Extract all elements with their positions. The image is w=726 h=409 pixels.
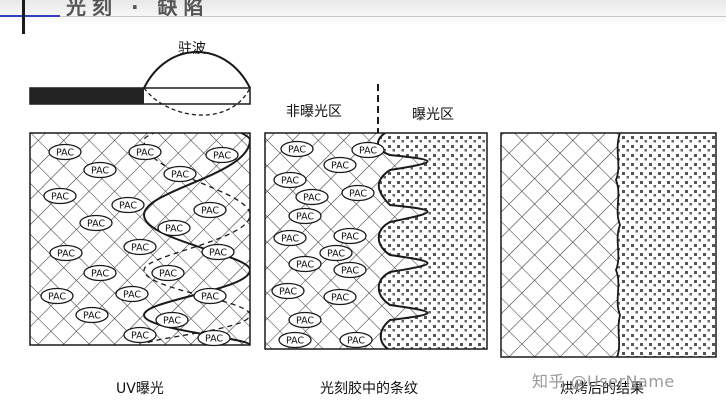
pac-label: PAC: [201, 292, 219, 303]
pac-molecule: PAC: [341, 184, 375, 202]
pac-label: PAC: [349, 189, 367, 200]
header-corner-mark: [22, 0, 25, 34]
pac-label: PAC: [119, 201, 137, 212]
pac-label: PAC: [201, 206, 219, 217]
header-band: [0, 0, 726, 26]
pac-label: PAC: [296, 316, 314, 327]
pac-molecule: PAC: [201, 243, 235, 261]
pac-molecule: PAC: [157, 219, 191, 237]
pac-label: PAC: [288, 145, 306, 156]
pac-molecule: PAC: [115, 285, 149, 303]
pac-molecule: PAC: [193, 287, 227, 305]
pac-label: PAC: [331, 293, 349, 304]
pac-label: PAC: [327, 249, 345, 260]
pac-label: PAC: [347, 336, 365, 347]
pac-label: PAC: [51, 192, 69, 203]
pac-label: PAC: [296, 260, 314, 271]
pac-label: PAC: [286, 336, 304, 347]
pac-molecule: PAC: [288, 255, 322, 273]
pac-molecule: PAC: [75, 306, 109, 324]
pac-label: PAC: [279, 287, 297, 298]
pac-label: PAC: [57, 249, 75, 260]
pac-molecule: PAC: [151, 264, 185, 282]
slide-title-fragment: 光刻 · 缺陷: [66, 0, 210, 19]
pac-molecule: PAC: [333, 227, 367, 245]
pac-molecule: PAC: [40, 287, 74, 305]
pac-molecule: PAC: [205, 146, 239, 164]
pac-label: PAC: [281, 234, 299, 245]
pac-label: PAC: [213, 151, 231, 162]
caption-resist-stripes: 光刻胶中的条纹: [320, 381, 418, 397]
pac-molecule: PAC: [351, 141, 385, 159]
pac-molecule: PAC: [319, 244, 353, 262]
pac-label: PAC: [131, 243, 149, 254]
standing-wave: [142, 51, 251, 345]
pac-molecule: PAC: [271, 282, 305, 300]
pac-label: PAC: [209, 248, 227, 259]
pac-molecule: PAC: [193, 201, 227, 219]
pac-molecule: PAC: [123, 326, 157, 344]
pac-molecule: PAC: [323, 156, 357, 174]
pac-molecule: PAC: [163, 165, 197, 183]
pac-molecule: PAC: [280, 140, 314, 158]
pac-label: PAC: [83, 311, 101, 322]
pac-molecule: PAC: [278, 331, 312, 349]
pac-label: PAC: [48, 292, 66, 303]
pac-label: PAC: [331, 161, 349, 172]
label-unexposed-region: 非曝光区: [286, 104, 342, 120]
pac-label: PAC: [165, 224, 183, 235]
photomask: [29, 87, 251, 105]
pac-label: PAC: [359, 146, 377, 157]
pac-molecule: PAC: [197, 329, 231, 347]
label-standing-wave: 驻波: [178, 41, 206, 57]
pac-label: PAC: [87, 219, 105, 230]
pac-molecule: PAC: [83, 161, 117, 179]
pac-molecule: PAC: [339, 331, 373, 349]
pac-molecule: PAC: [111, 196, 145, 214]
pac-label: PAC: [171, 170, 189, 181]
pac-label: PAC: [123, 290, 141, 301]
pac-label: PAC: [91, 166, 109, 177]
pac-molecule: PAC: [123, 238, 157, 256]
pac-molecule: PAC: [323, 288, 357, 306]
pac-label: PAC: [91, 269, 109, 280]
label-exposed-region: 曝光区: [412, 107, 454, 123]
pac-molecules: PAC PAC PAC PAC PAC PAC PAC PAC PAC PAC PAC PAC PAC P…: [40, 140, 385, 349]
pac-molecule: PAC: [49, 244, 83, 262]
pac-label: PAC: [341, 232, 359, 243]
pac-molecule: PAC: [43, 187, 77, 205]
pac-label: PAC: [159, 269, 177, 280]
pac-label: PAC: [341, 266, 359, 277]
pac-molecule: PAC: [295, 188, 329, 206]
caption-after-bake: 烘烤后的结果: [560, 381, 644, 397]
pac-molecule: PAC: [288, 207, 322, 225]
pac-molecule: PAC: [48, 143, 82, 161]
header-rule: [60, 16, 726, 17]
pac-molecule: PAC: [83, 264, 117, 282]
pac-label: PAC: [205, 334, 223, 345]
pac-label: PAC: [56, 148, 74, 159]
pac-label: PAC: [303, 193, 321, 204]
pac-molecule: PAC: [333, 261, 367, 279]
panel-after-bake: [500, 132, 717, 358]
pac-molecule: PAC: [79, 214, 113, 232]
header-accent-bar: [0, 15, 60, 17]
pac-label: PAC: [281, 176, 299, 187]
pac-molecule: PAC: [288, 311, 322, 329]
pac-label: PAC: [163, 316, 181, 327]
pac-label: PAC: [131, 331, 149, 342]
pac-label: PAC: [296, 212, 314, 223]
pac-molecule: PAC: [128, 143, 162, 161]
watermark: 知乎 @UserName: [532, 372, 675, 391]
pac-molecule: PAC: [273, 229, 307, 247]
pac-label: PAC: [136, 148, 154, 159]
pac-molecule: PAC: [273, 171, 307, 189]
pac-molecule: PAC: [155, 311, 189, 329]
caption-uv-exposure: UV曝光: [116, 381, 164, 397]
